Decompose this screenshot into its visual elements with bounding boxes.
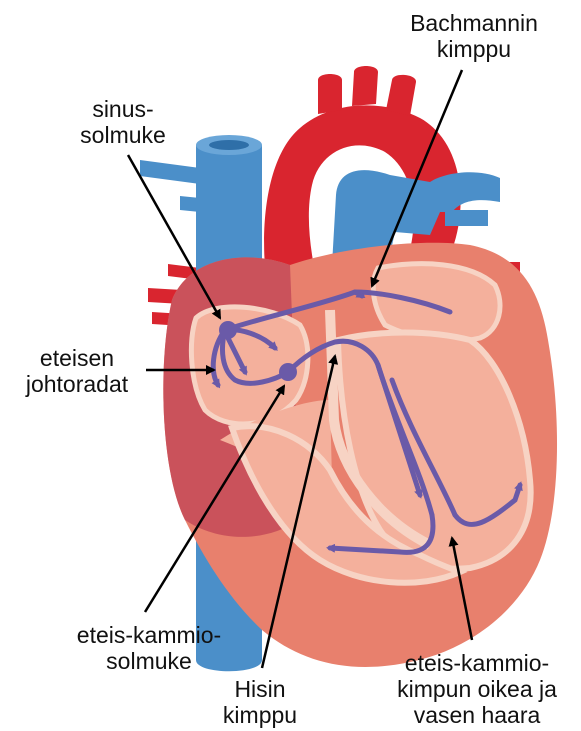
label-line: Hisin: [210, 676, 310, 702]
label-line: johtoradat: [10, 371, 144, 397]
label-line: kimpun oikea ja: [382, 676, 572, 702]
label-bundle-branches: eteis-kammio- kimpun oikea ja vasen haar…: [382, 650, 572, 728]
label-av-node: eteis-kammio- solmuke: [54, 622, 244, 674]
label-line: Bachmannin: [396, 10, 552, 36]
label-line: eteisen: [10, 345, 144, 371]
label-line: eteis-kammio-: [54, 622, 244, 648]
label-line: solmuke: [54, 648, 244, 674]
label-line: kimppu: [210, 702, 310, 728]
label-line: solmuke: [68, 122, 178, 148]
label-line: vasen haara: [382, 702, 572, 728]
label-atrial-pathways: eteisen johtoradat: [10, 345, 144, 397]
av-node: [279, 363, 297, 381]
label-line: kimppu: [396, 36, 552, 62]
label-sinus-node: sinus- solmuke: [68, 96, 178, 148]
label-bachmann-bundle: Bachmannin kimppu: [396, 10, 552, 62]
label-line: sinus-: [68, 96, 178, 122]
label-line: eteis-kammio-: [382, 650, 572, 676]
sinus-node: [219, 321, 237, 339]
label-his-bundle: Hisin kimppu: [210, 676, 310, 728]
